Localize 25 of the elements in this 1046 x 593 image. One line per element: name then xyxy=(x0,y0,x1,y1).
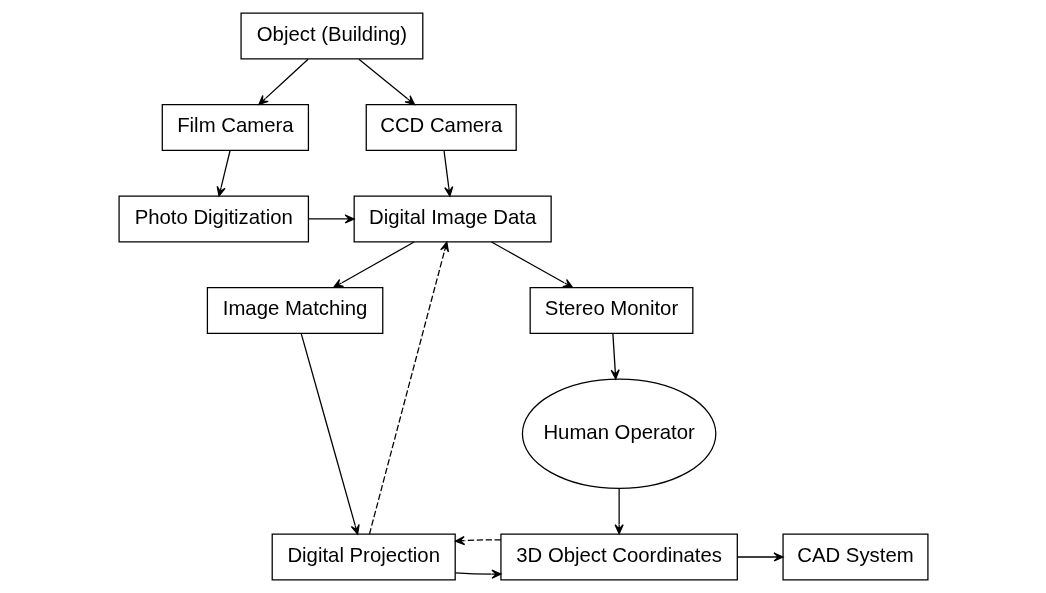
node-box: Film Camera xyxy=(161,104,309,151)
node-box: Digital Image Data xyxy=(353,195,552,243)
node-box: Image Matching xyxy=(206,286,383,334)
arrow xyxy=(307,214,355,224)
arrow xyxy=(216,150,231,197)
arrow xyxy=(610,333,620,380)
arrow xyxy=(490,241,573,288)
arrow xyxy=(368,241,449,535)
arrow xyxy=(300,332,360,535)
node-box: CAD System xyxy=(781,533,929,581)
arrow xyxy=(332,241,415,288)
arrow xyxy=(614,488,624,535)
node-box: CCD Camera xyxy=(365,104,517,151)
node-box: Stereo Monitor xyxy=(529,286,693,334)
arrow xyxy=(454,569,501,579)
node-box: Digital Projection xyxy=(271,533,456,581)
arrow xyxy=(442,150,453,197)
arrow xyxy=(257,58,309,106)
arrow xyxy=(454,536,501,546)
node-box: 3D Object Coordinates xyxy=(499,533,738,581)
node-ellipse: Human Operator xyxy=(521,378,716,489)
node-box: Object (Building) xyxy=(239,12,423,60)
arrow xyxy=(357,58,415,106)
node-box: Photo Digitization xyxy=(117,195,309,243)
arrow xyxy=(736,552,784,562)
